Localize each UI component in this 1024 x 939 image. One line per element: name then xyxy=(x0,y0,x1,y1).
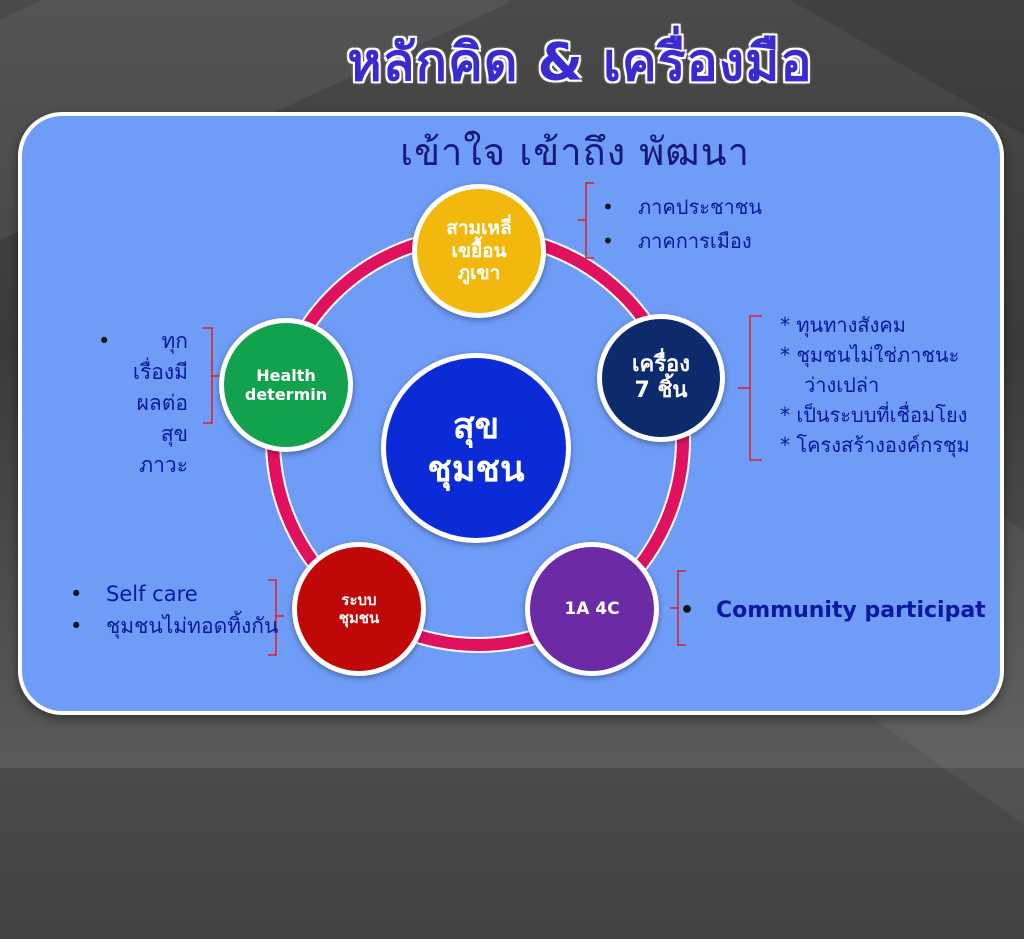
bracket-top xyxy=(578,182,594,259)
node-right-line-1: เครื่อง xyxy=(631,351,690,377)
slide-subtitle: เข้าใจ เข้าถึง พัฒนา xyxy=(400,130,750,174)
list-item: * ทุนทางสังคม xyxy=(780,313,906,337)
node-1a4c: 1A 4C xyxy=(525,542,659,676)
list-left-line: ทุก xyxy=(161,329,188,353)
bracket-right xyxy=(738,315,762,461)
list-item-continuation: ว่างเปล่า xyxy=(804,373,880,397)
node-mountain-triangle: สามเหลี่ เขยื้อน ภูเขา xyxy=(412,184,546,318)
node-left-line-2: determin xyxy=(244,385,328,404)
node-br-label: 1A 4C xyxy=(564,598,620,619)
list-right-tools: * ทุนทางสังคม * ชุมชนไม่ใช่ภาชนะ ว่างเปล… xyxy=(780,310,970,460)
list-left-line: สุข xyxy=(160,422,188,446)
list-item: ภาคการเมือง xyxy=(594,224,762,258)
list-bottom-left: Self care ชุมชนไม่ทอดทิ้งกัน xyxy=(62,578,278,642)
node-left-line-1: Health xyxy=(256,365,316,385)
node-bl-line-1: ระบบ xyxy=(341,591,377,609)
list-left-line: ภาวะ xyxy=(139,453,188,477)
list-left-line: เรื่องมี xyxy=(132,360,188,384)
node-top-line-3: ภูเขา xyxy=(457,262,501,285)
list-left-line: ผลต่อ xyxy=(136,391,188,415)
list-left-determinants: • ทุก เรื่องมี ผลต่อ สุข ภาวะ xyxy=(90,326,188,481)
list-item: Self care xyxy=(62,578,278,610)
node-top-line-1: สามเหลี่ xyxy=(446,216,512,239)
list-top-sectors: ภาคประชาชน ภาคการเมือง xyxy=(594,190,762,258)
node-bl-line-2: ชุมชน xyxy=(338,609,380,627)
list-item: * ชุมชนไม่ใช่ภาชนะ xyxy=(780,343,960,367)
node-top-line-2: เขยื้อน xyxy=(451,239,507,262)
node-right-line-2: 7 ชิ้น xyxy=(634,378,688,403)
node-community-health-center: สุข ชุมชน xyxy=(381,353,571,543)
slide-title: หลักคิด & เครื่องมือ xyxy=(347,33,813,93)
list-item: ภาคประชาชน xyxy=(594,190,762,224)
bracket-left xyxy=(203,327,220,424)
list-item: Community participat xyxy=(672,594,986,628)
bullet-icon: • xyxy=(98,329,111,353)
list-item: ชุมชนไม่ทอดทิ้งกัน xyxy=(62,610,278,642)
node-health-determinants: Health determin xyxy=(219,318,353,452)
node-center-line-2: ชุมชน xyxy=(427,449,525,490)
list-item: * เป็นระบบที่เชื่อมโยง xyxy=(780,403,968,427)
node-community-system: ระบบ ชุมชน xyxy=(292,542,426,676)
node-center-line-1: สุข xyxy=(452,405,500,447)
list-bottom-right: Community participat xyxy=(672,594,986,628)
node-seven-tools: เครื่อง 7 ชิ้น xyxy=(597,314,725,442)
list-item: * โครงสร้างองค์กรชุม xyxy=(780,433,970,457)
